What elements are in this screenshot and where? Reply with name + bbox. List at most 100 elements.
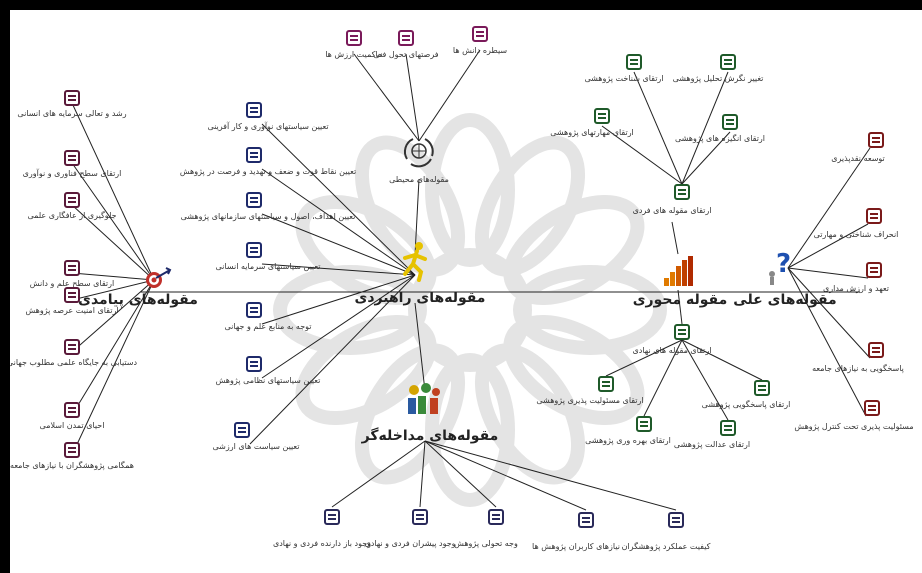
left-item-icon (64, 260, 80, 276)
target-dart-icon (146, 267, 172, 288)
causal-item-label: تعهد و ارزش مداری (822, 284, 890, 293)
center-item-icon (246, 302, 262, 318)
organizational-item-icon (636, 416, 652, 432)
organizational-item-icon (754, 380, 770, 396)
hub-label-axial: مقوله محوری (632, 292, 728, 308)
bottom-item-label: وجود باز دارنده فردی و نهادی (272, 539, 372, 548)
causal-item-label: مسئولیت پذیری تحت کنترل پژوهش (794, 422, 914, 431)
bottom-connector (424, 440, 677, 511)
individual-item-icon (594, 108, 610, 124)
rosette-watermark (273, 113, 667, 507)
top-item-icon (346, 30, 362, 46)
individual-connector (671, 221, 679, 255)
left-item-label: جلوگیری از عافگاری علمی (27, 211, 117, 220)
organizational-item-icon (720, 420, 736, 436)
top-to-center-connector (414, 178, 420, 256)
causal-item-icon (866, 262, 882, 278)
running-man-icon (403, 242, 427, 282)
left-connector (71, 279, 155, 456)
left-item-icon (64, 339, 80, 355)
bottom-item-icon (668, 512, 684, 528)
left-connector (71, 279, 155, 416)
connector-lines (71, 49, 871, 511)
left-item-label: همگامی پژوهشگران با نیازهای جامعه (10, 461, 134, 470)
bottom-item-label: نیازهای کاربران پژوهش ها (532, 542, 620, 551)
organizational-item-label: ارتقای پاسخگویی پژوهشی (701, 400, 791, 409)
hub-label-outcome: مقوله‌های پیامدی (78, 292, 198, 308)
left-connector (71, 102, 155, 281)
individual-item-icon (626, 54, 642, 70)
individual-item-label: تغییر نگرش تحلیل پژوهشی (672, 74, 764, 83)
center-item-label: تعیین سیاستهای نوآوری و کار آفرینی (207, 122, 329, 131)
bottom-item-icon (578, 512, 594, 528)
organizational-item-icon (598, 376, 614, 392)
organizational-item-label: ارتقای بهره وری پژوهشی (585, 436, 671, 445)
organizational-item-connector (643, 339, 683, 417)
center-item-icon (246, 192, 262, 208)
center-connector (261, 213, 416, 276)
hub-label-strategic: مقوله‌های راهبردی (354, 290, 486, 306)
individual-hub-label: ارتقای مقوله های فردی (632, 206, 712, 215)
center-connector (261, 263, 416, 276)
bottom-item-label: وجه تحولی پژوهش (454, 539, 518, 548)
bottom-item-icon (324, 509, 340, 525)
left-item-label: ارتقای سطح فناوری و نوآوری (22, 169, 122, 178)
center-connector (261, 168, 416, 276)
center-item-icon (246, 356, 262, 372)
left-item-label: رشد و تعالی سرمایه های انسانی (17, 109, 127, 118)
left-item-label: دستیابی به جایگاه علمی مطلوب جهانی (10, 358, 138, 367)
individual-item-label: ارتقای انگیزه های پژوهشی (674, 134, 766, 143)
left-item-icon (64, 150, 80, 166)
individual-item-connector (601, 125, 683, 185)
left-connector (71, 272, 155, 281)
center-item-label: تعیین اهداف، اصول و سیاستهای سازمانهای پ… (180, 212, 356, 221)
top-item-label: فرصتهای تحول فنی (373, 50, 439, 59)
bottom-connector (419, 440, 426, 508)
causal-item-label: توسعه نقدپذیری (831, 154, 885, 163)
top-item-label: حاکمیت ارزش ها (325, 50, 383, 59)
top-item-label: سیطره دانش ها (452, 46, 508, 55)
individual-item-label: ارتقای شناخت پژوهشی (584, 74, 664, 83)
top-connector (405, 53, 420, 142)
organizational-item-label: ارتقای عدالت پژوهشی (673, 440, 751, 449)
left-item-icon (64, 192, 80, 208)
globe-recycle-icon (403, 138, 434, 168)
bar-chart-icon (664, 256, 693, 286)
watermark-core (408, 248, 532, 372)
individual-hub-icon (674, 184, 690, 200)
causal-item-icon (866, 208, 882, 224)
bottom-to-center-connector (414, 302, 426, 392)
causal-item-icon (868, 342, 884, 358)
question-person-icon: ? (769, 249, 791, 285)
center-connector (261, 274, 416, 325)
center-connector (249, 274, 416, 445)
left-item-label: ارتقای امنیت عرصه پژوهش (25, 306, 119, 315)
center-item-icon (246, 147, 262, 163)
center-item-icon (246, 242, 262, 258)
bottom-connector (424, 440, 497, 508)
left-item-icon (64, 442, 80, 458)
individual-item-connector (681, 71, 729, 185)
left-item-label: ارتقای سطح علم و دانش (29, 279, 115, 288)
center-item-icon (234, 422, 250, 438)
individual-item-connector (633, 71, 683, 185)
organizational-connector (677, 289, 683, 325)
center-item-label: تعیین سیاست های ارزشی (212, 442, 300, 451)
people-gears-icon (408, 383, 440, 414)
bottom-item-icon (488, 509, 504, 525)
left-connector (71, 279, 155, 353)
bottom-item-label: کیفیت عملکرد پژوهشگران (621, 542, 711, 551)
top-connector (353, 53, 420, 142)
organizational-item-connector (681, 339, 729, 421)
individual-item-icon (722, 114, 738, 130)
organizational-item-connector (605, 339, 683, 377)
bottom-item-label: وجود پیشران فردی و نهادی (364, 539, 456, 548)
causal-item-icon (868, 132, 884, 148)
bottom-connector (424, 440, 587, 511)
organizational-item-label: ارتقای مسئولیت پذیری پژوهشی (536, 396, 644, 405)
left-item-icon (64, 90, 80, 106)
organizational-item-connector (681, 339, 763, 381)
svg-text:?: ? (776, 249, 791, 279)
bottom-item-icon (412, 509, 428, 525)
